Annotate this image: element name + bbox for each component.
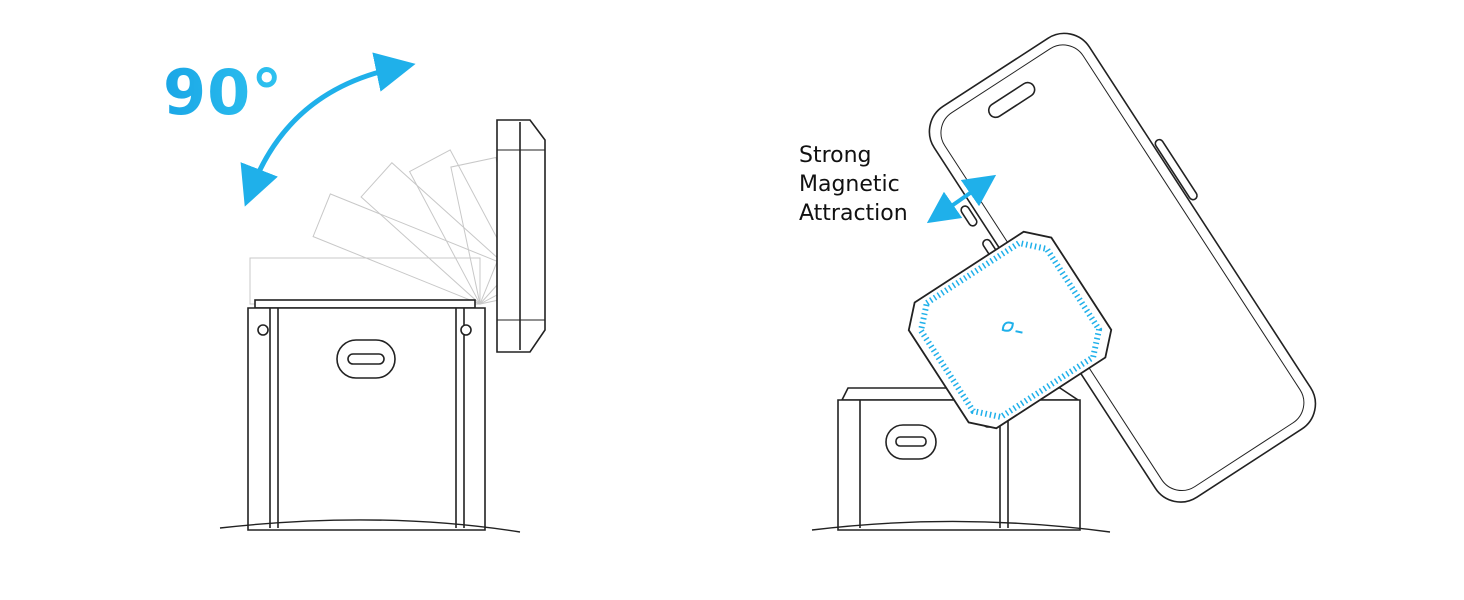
caption-line: Magnetic (799, 172, 900, 197)
magnetic-attraction-caption: Strong Magnetic Attraction (799, 141, 908, 228)
rotation-angle-label: 90° (163, 56, 284, 129)
attraction-arrow (926, 174, 997, 224)
charger-box-left (247, 299, 486, 531)
rotation-arrow (240, 52, 416, 207)
caption-line: Strong (799, 143, 872, 168)
charger-box-right (837, 387, 1081, 531)
upright-lid (496, 119, 546, 353)
ghost-lid-positions (249, 149, 526, 305)
caption-line: Attraction (799, 201, 908, 226)
magnetic-charging-pad (907, 230, 1113, 430)
qi-logo-icon (1001, 321, 1023, 334)
ground-line (811, 520, 1111, 533)
ground-line (219, 519, 521, 533)
